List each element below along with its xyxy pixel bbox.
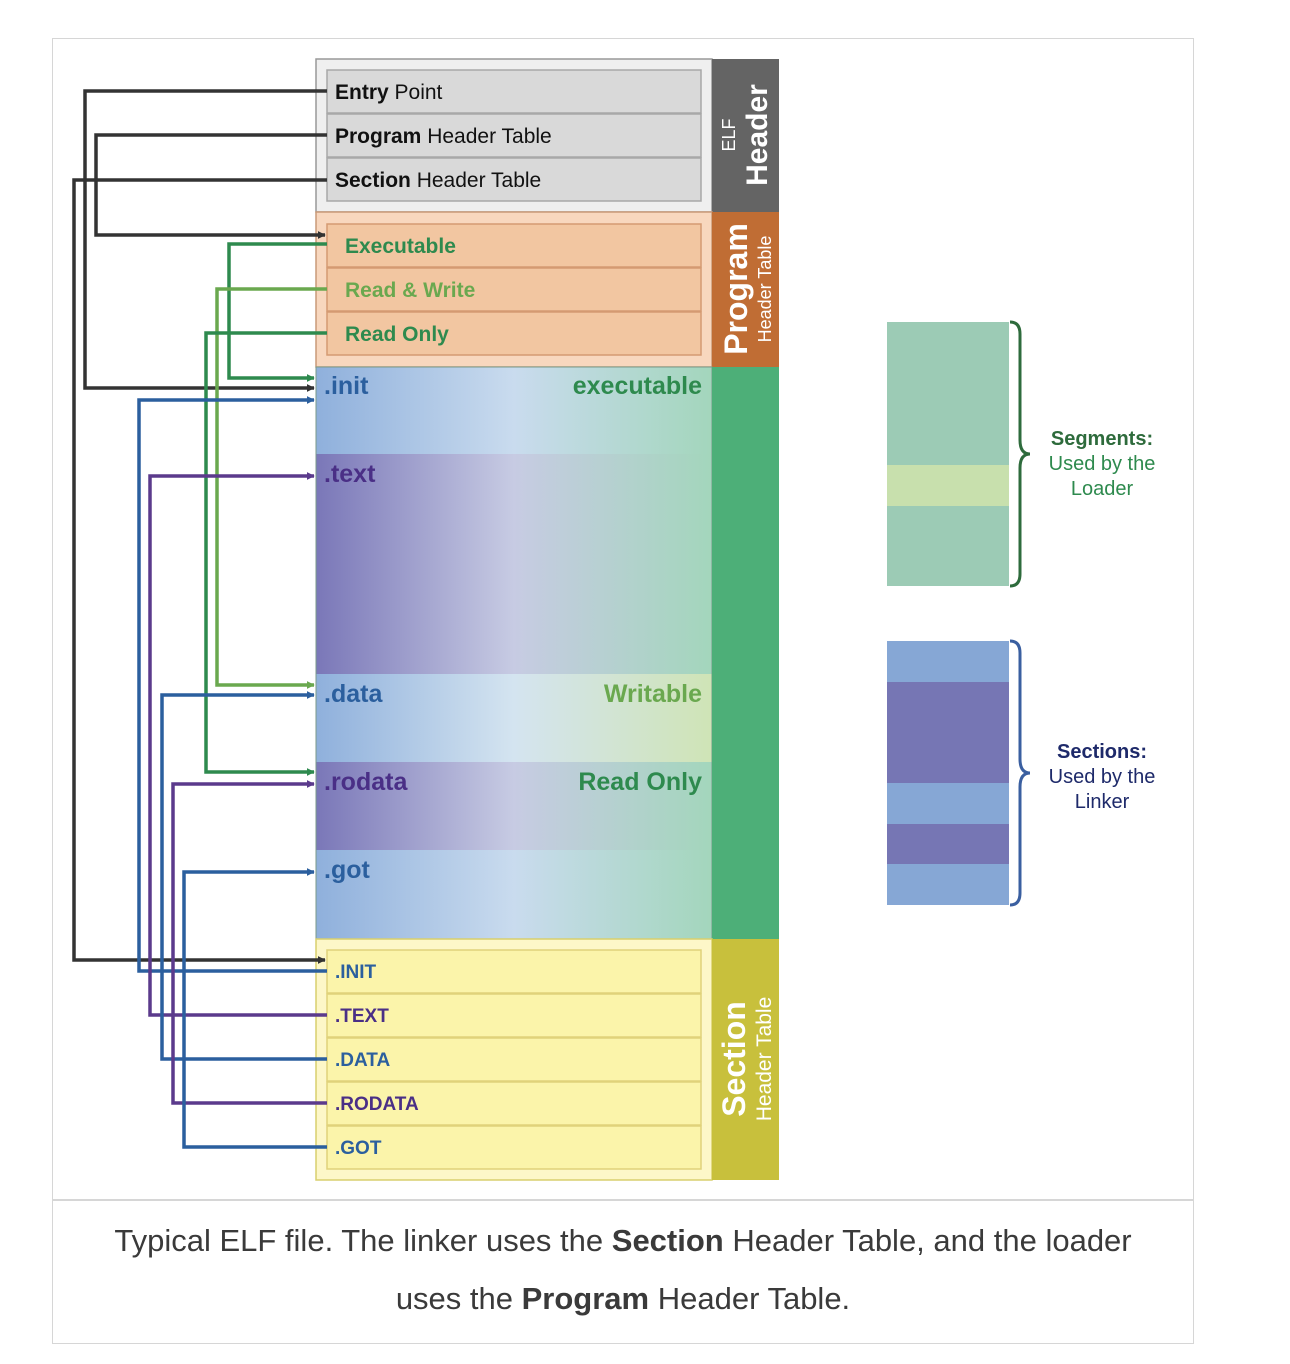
legend-sections: Sections: Used by the Linker: [887, 639, 1156, 907]
legend-segments: Segments: Used by the Loader: [887, 320, 1156, 588]
elf-header-row-section: [326, 157, 702, 202]
elf-header-band-label-big: Header: [741, 84, 774, 186]
program-row-readwrite: [326, 267, 702, 312]
arrow-INIT-to-init: [137, 396, 327, 973]
section-data-area: [316, 674, 712, 762]
arrow-executable-to-init: [227, 242, 327, 382]
segment-arrows: [204, 242, 327, 776]
program-executable-label: Executable: [345, 235, 456, 258]
section-header-got-label: .GOT: [335, 1138, 382, 1159]
arrow-readwrite-to-data: [215, 287, 327, 689]
elf-header-row-entry: [326, 69, 702, 114]
arrow-program-table-to-program-header: [94, 133, 327, 239]
sections-brace: [1009, 639, 1031, 907]
section-name-rodata: .rodata: [324, 768, 408, 796]
elf-header-program-text: Program Header Table: [335, 125, 552, 148]
legend-segments-title: Segments:: [1051, 428, 1153, 450]
section-got-area: [316, 850, 712, 939]
section-header-text-label: .TEXT: [335, 1006, 389, 1027]
figure-caption: Typical ELF file. The linker uses the Se…: [114, 1223, 1132, 1316]
caption-bold-section: Section: [611, 1223, 724, 1258]
section-header-row-rodata: [326, 1081, 702, 1126]
segment-label-readonly: Read Only: [578, 768, 702, 796]
program-header-band: [712, 212, 779, 367]
segments-brace: [1009, 320, 1031, 588]
section-header-row-got: [326, 1125, 702, 1170]
program-readonly-label: Read Only: [345, 323, 449, 346]
elf-header-section-text: Section Header Table: [335, 169, 541, 192]
section-name-data: .data: [324, 680, 383, 708]
arrow-section-table-to-section-header: [72, 178, 327, 964]
arrow-entry-point-to-init: [83, 89, 327, 392]
legend-sections-line1: Used by the: [1049, 766, 1156, 788]
section-header-init-label: .INIT: [335, 962, 377, 983]
legend-segments-line1: Used by the: [1049, 453, 1156, 475]
section-band-label-small: Header Table: [753, 997, 776, 1122]
elf-header-band-label-small: ELF: [719, 118, 739, 151]
sections-block: .init .text .data .rodata .got executabl…: [315, 366, 779, 940]
section-arrows: [137, 396, 327, 1149]
program-header-block: Executable Read & Write Read Only Progra…: [315, 211, 779, 368]
program-band-label-small: Header Table: [755, 236, 775, 343]
section-band-label-big: Section: [716, 1001, 752, 1117]
program-band-label-big: Program: [718, 223, 754, 355]
section-header-row-text: [326, 993, 702, 1038]
section-header-data-label: .DATA: [335, 1050, 391, 1071]
legend-sections-title: Sections:: [1057, 741, 1147, 763]
section-init-area: [316, 367, 712, 454]
arrow-TEXT-to-text: [148, 472, 327, 1017]
section-header-block: .INIT .TEXT .DATA .RODATA .GOT Section H…: [315, 938, 779, 1181]
arrow-RODATA-to-rodata: [171, 780, 327, 1105]
section-name-init: .init: [324, 372, 369, 400]
elf-header-entry-text: Entry Point: [335, 81, 443, 104]
section-name-got: .got: [324, 856, 370, 884]
section-text-area: [316, 454, 712, 674]
section-name-text: .text: [324, 460, 376, 488]
section-rodata-area: [316, 762, 712, 850]
arrow-GOT-to-got: [182, 868, 327, 1149]
elf-header-block: Entry Point Program Header Table Section…: [315, 58, 779, 213]
arrow-DATA-to-data: [160, 691, 327, 1061]
caption-divider: [52, 1199, 1194, 1201]
elf-header-arrows: [72, 89, 327, 964]
figure-frame: [52, 38, 1194, 1344]
caption-bold-program: Program: [521, 1281, 650, 1316]
segment-label-executable: executable: [573, 372, 702, 400]
segment-label-writable: Writable: [604, 680, 702, 708]
program-readwrite-label: Read & Write: [345, 279, 475, 302]
segments-band: [712, 367, 779, 939]
program-row-readonly: [326, 311, 702, 356]
section-header-row-init: [326, 949, 702, 994]
legend-segments-line2: Loader: [1071, 478, 1134, 500]
section-header-rodata-label: .RODATA: [335, 1094, 419, 1115]
elf-header-band: [712, 59, 779, 212]
program-row-executable: [326, 223, 702, 268]
arrow-readonly-to-rodata: [204, 331, 327, 776]
legend-sections-line2: Linker: [1075, 791, 1130, 813]
section-header-row-data: [326, 1037, 702, 1082]
section-header-band: [712, 939, 779, 1180]
